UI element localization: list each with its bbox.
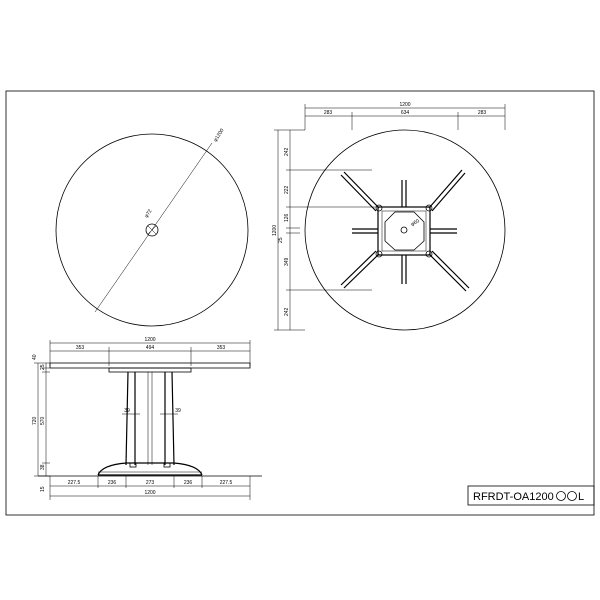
base-width-part-1: 283 (324, 110, 333, 116)
side-top-part-3: 353 (217, 345, 226, 351)
side-height-total: 720 (32, 416, 38, 425)
bottom-part-5: 227.5 (220, 480, 233, 486)
base-view: 1200 283 634 283 1200 242 222 126 25 349… (272, 102, 506, 331)
diameter-line (94, 142, 213, 313)
side-tabletop (49, 362, 251, 369)
side-view: 1200 353 494 353 39 39 720 (32, 337, 262, 500)
base-height-part-2: 222 (284, 185, 290, 194)
option-circle-2-icon (567, 491, 577, 501)
base-height-part-1: 242 (284, 147, 290, 156)
side-top-part-2: 494 (146, 345, 155, 351)
side-height-part-5: 15 (40, 486, 46, 492)
base-width-part-2: 634 (401, 110, 410, 116)
bottom-part-2: 236 (108, 480, 117, 486)
model-code-box: RFRDT-OA1200 L (467, 485, 595, 506)
base-width-total: 1200 (399, 102, 410, 108)
base-small-offset: 25 (278, 237, 284, 243)
side-height-part-1: 40 (32, 354, 38, 360)
bottom-part-3: 273 (146, 480, 155, 486)
bottom-total: 1200 (144, 490, 155, 496)
post-width-right: 39 (175, 408, 181, 414)
diameter-label: φ1200 (213, 128, 226, 143)
drawing-frame (5, 90, 595, 516)
top-view: φ1200 φ72 (55, 128, 249, 327)
center-hole (145, 223, 159, 237)
base-hole-label: φ60 (410, 218, 421, 228)
model-code: RFRDT-OA1200 (473, 491, 554, 503)
bottom-part-4: 236 (184, 480, 193, 486)
model-suffix: L (578, 491, 584, 503)
tabletop-outline-circle (304, 129, 506, 331)
base-height-part-3: 126 (284, 213, 290, 222)
center-octagon (384, 211, 425, 251)
post-width-left: 39 (124, 408, 130, 414)
base-frame (340, 169, 470, 292)
side-height-part-3: 570 (40, 416, 46, 425)
base-width-part-3: 283 (478, 110, 487, 116)
hole-label: φ72 (144, 208, 154, 219)
base-height-part-5: 242 (284, 307, 290, 316)
side-top-part-1: 353 (76, 345, 85, 351)
base-height-part-4: 349 (284, 257, 290, 266)
side-height-part-2: 25 (40, 364, 46, 370)
tabletop-circle (55, 133, 249, 327)
side-height-part-4: 38 (40, 464, 46, 470)
bottom-part-1: 227.5 (68, 480, 81, 486)
option-circle-1-icon (556, 491, 566, 501)
side-top-width: 1200 (144, 337, 155, 343)
base-height-total: 1200 (272, 225, 278, 236)
